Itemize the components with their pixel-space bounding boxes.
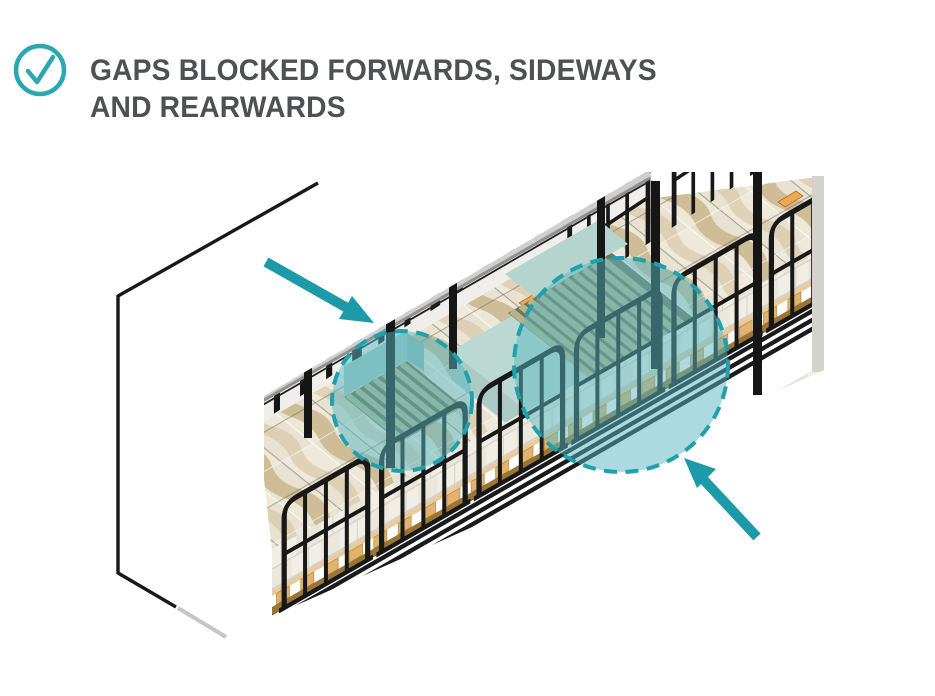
pallet-sliver-icon	[777, 190, 804, 208]
page-title-line2: AND REARWARDS	[90, 91, 346, 124]
page-title: GAPS BLOCKED FORWARDS, SIDEWAYS AND REAR…	[90, 52, 804, 126]
cut-face	[812, 176, 824, 372]
arrow-to-forward-gap	[263, 257, 374, 323]
check-circle-icon	[13, 43, 67, 97]
gap-highlight-small	[330, 329, 474, 473]
gap-highlight-large	[512, 256, 730, 474]
trailer-front-box	[116, 181, 319, 639]
page-title-line1: GAPS BLOCKED FORWARDS, SIDEWAYS	[90, 54, 657, 87]
arrow-to-rear-gap	[684, 458, 761, 541]
